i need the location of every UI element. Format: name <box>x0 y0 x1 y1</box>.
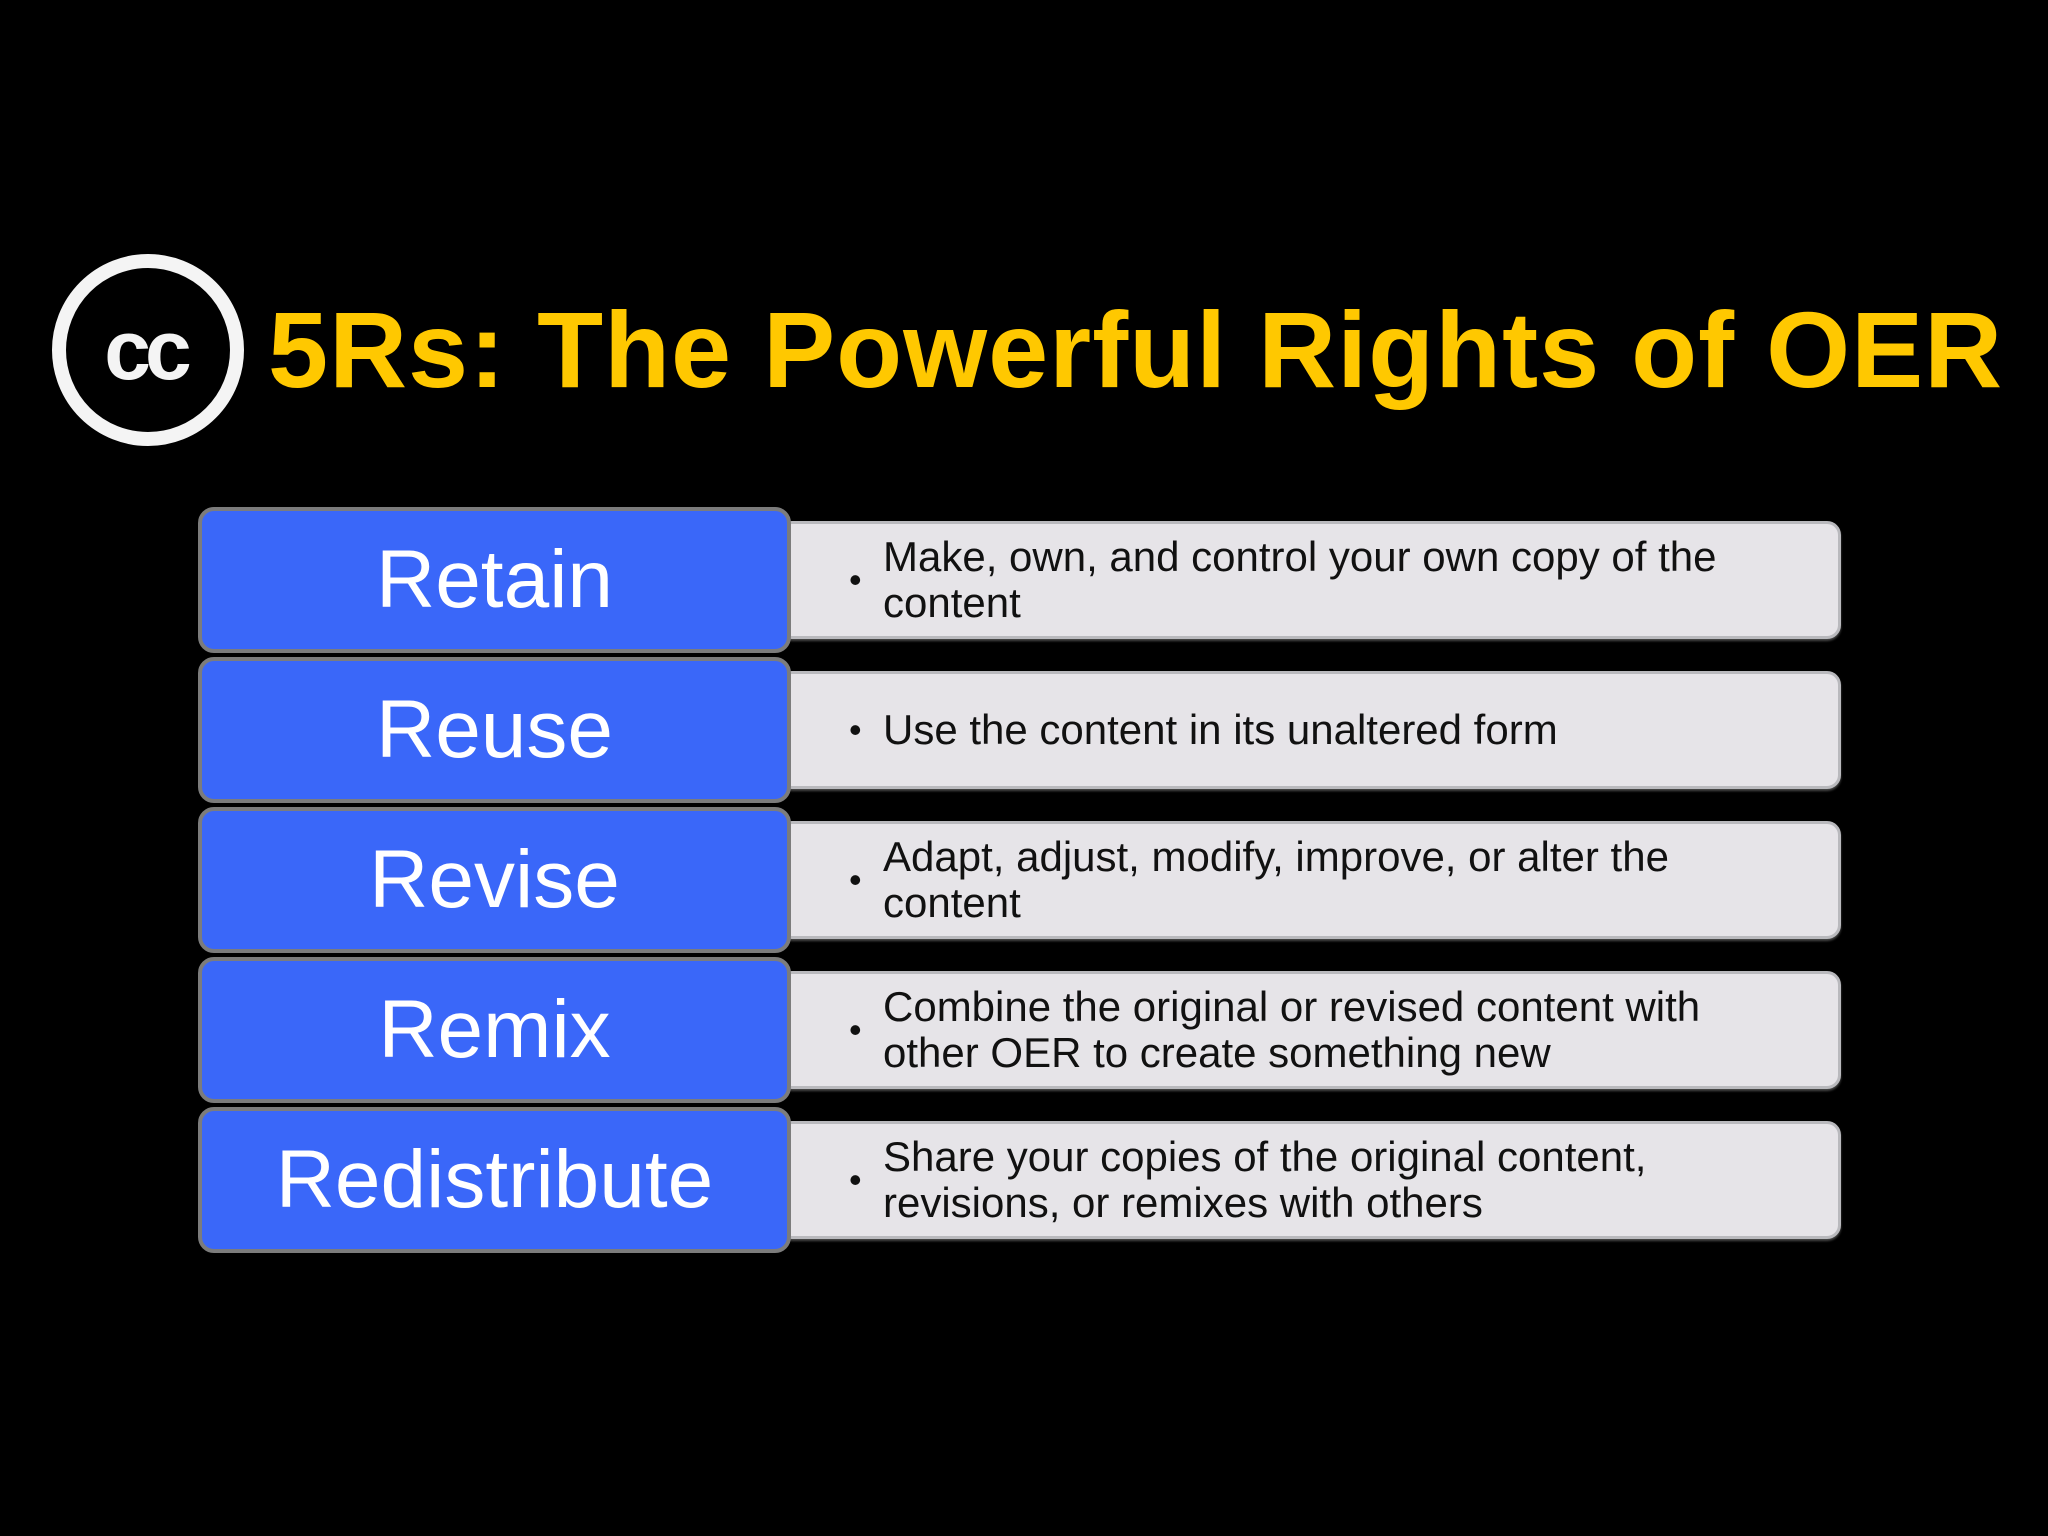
right-description: Combine the original or revised content … <box>883 983 1701 1076</box>
right-label: Retain <box>198 507 791 653</box>
cc-logo-text: cc <box>104 302 191 397</box>
right-row-redistribute: Redistribute • Share your copies of the … <box>198 1107 1841 1253</box>
bullet-icon: • <box>849 1159 862 1200</box>
right-row-reuse: Reuse • Use the content in its unaltered… <box>198 657 1841 803</box>
right-row-remix: Remix • Combine the original or revised … <box>198 957 1841 1103</box>
right-description-box: • Use the content in its unaltered form <box>778 671 1841 789</box>
creative-commons-icon: cc <box>52 254 244 446</box>
right-label: Revise <box>198 807 791 953</box>
bullet-icon: • <box>849 559 862 600</box>
right-description-box: • Adapt, adjust, modify, improve, or alt… <box>778 821 1841 939</box>
right-description: Adapt, adjust, modify, improve, or alter… <box>883 833 1669 926</box>
right-description: Use the content in its unaltered form <box>883 706 1558 753</box>
right-description-box: • Combine the original or revised conten… <box>778 971 1841 1089</box>
right-description-box: • Share your copies of the original cont… <box>778 1121 1841 1239</box>
right-label: Redistribute <box>198 1107 791 1253</box>
bullet-icon: • <box>849 859 862 900</box>
right-description-box: • Make, own, and control your own copy o… <box>778 521 1841 639</box>
slide-title: 5Rs: The Powerful Rights of OER <box>268 289 2004 410</box>
right-description: Make, own, and control your own copy of … <box>883 533 1717 626</box>
right-row-retain: Retain • Make, own, and control your own… <box>198 507 1841 653</box>
right-label: Remix <box>198 957 791 1103</box>
bullet-icon: • <box>849 709 862 750</box>
right-row-revise: Revise • Adapt, adjust, modify, improve,… <box>198 807 1841 953</box>
bullet-icon: • <box>849 1009 862 1050</box>
right-description: Share your copies of the original conten… <box>883 1133 1647 1226</box>
right-label: Reuse <box>198 657 791 803</box>
